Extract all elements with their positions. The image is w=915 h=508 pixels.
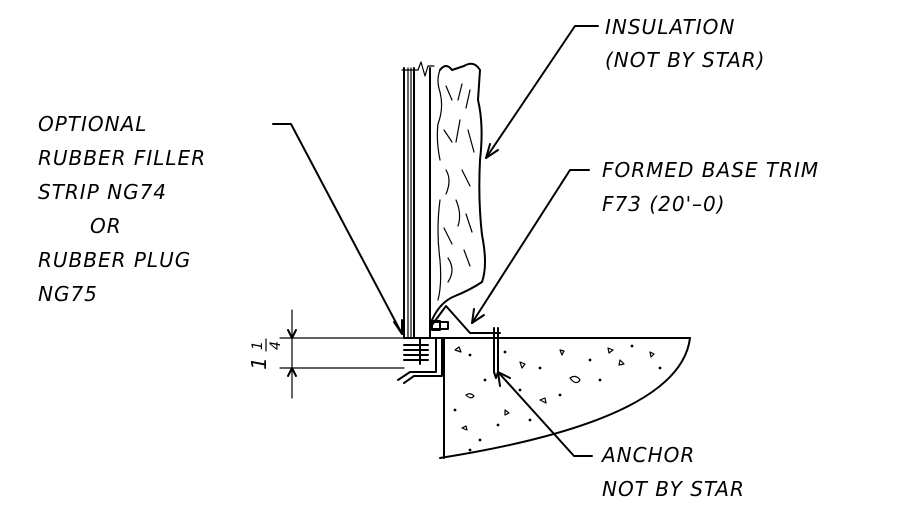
foundation-slab	[439, 337, 691, 459]
filler-label-line-6: NG75	[38, 282, 98, 306]
filler-label-line-4: OR	[90, 214, 122, 238]
anchor-label: ANCHOR NOT BY STAR	[600, 443, 745, 501]
filler-label-line-2: RUBBER FILLER	[38, 146, 206, 170]
anchor-label-line-1: ANCHOR	[600, 443, 695, 467]
insulation-label: INSULATION (NOT BY STAR)	[605, 15, 765, 72]
filler-strip	[397, 337, 445, 384]
base-trim-label-line-1: FORMED BASE TRIM	[602, 158, 819, 182]
base-trim-label-line-2: F73 (20'–0)	[602, 192, 726, 216]
insulation-label-line-1: INSULATION	[605, 15, 735, 39]
dimension-marker: 1 1 4	[247, 309, 405, 399]
anchor-bolt	[479, 327, 501, 379]
wall-panel	[401, 61, 435, 339]
dimension-denominator: 4	[268, 340, 284, 350]
filler-label-line-1: OPTIONAL	[38, 112, 147, 136]
anchor-label-line-2: NOT BY STAR	[602, 477, 745, 501]
filler-strip-label: OPTIONAL RUBBER FILLER STRIP NG74 OR RUB…	[38, 112, 206, 306]
filler-label-line-5: RUBBER PLUG	[38, 248, 191, 272]
insulation-batt	[431, 62, 486, 321]
filler-label-line-3: STRIP NG74	[38, 180, 167, 204]
insulation-label-line-2: (NOT BY STAR)	[605, 48, 765, 72]
leader-lines	[272, 25, 599, 457]
base-trim-label: FORMED BASE TRIM F73 (20'–0)	[602, 158, 819, 216]
dimension-whole: 1	[247, 356, 271, 370]
dimension-numerator: 1	[250, 340, 266, 350]
